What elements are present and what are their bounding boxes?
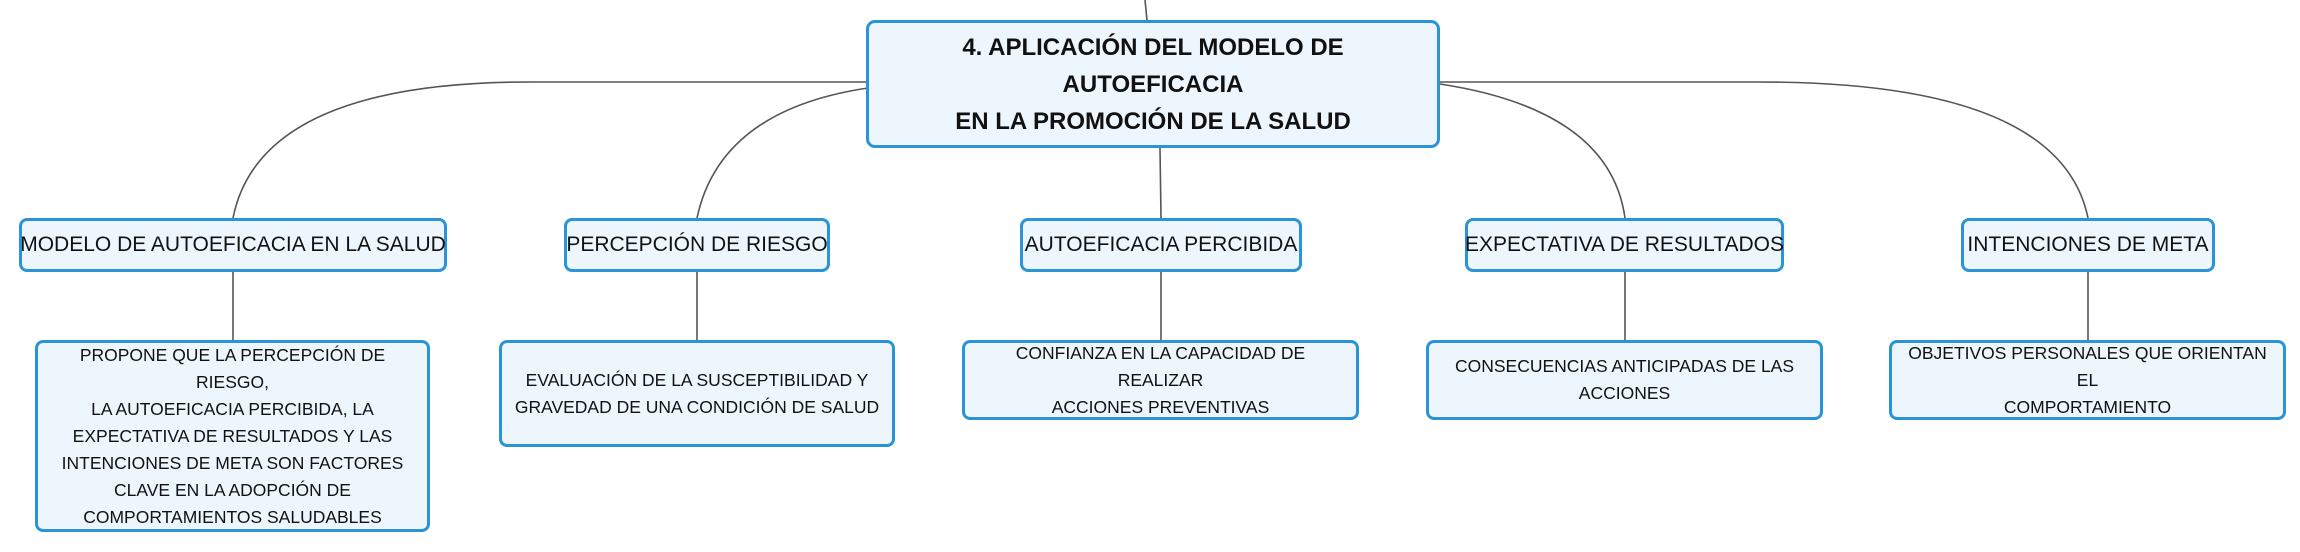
subtopic-percepcion-riesgo-detail[interactable]: EVALUACIÓN DE LA SUSCEPTIBILIDAD Y GRAVE…: [499, 340, 895, 447]
connector-root-parent: [1144, 0, 1148, 21]
topic-label: PERCEPCIÓN DE RIESGO: [566, 233, 828, 256]
topic-autoeficacia-percibida[interactable]: AUTOEFICACIA PERCIBIDA: [1020, 218, 1302, 272]
subtopic-text: PROPONE QUE LA PERCEPCIÓN DE RIESGO, LA …: [61, 344, 404, 527]
connector-root-branch-5: [1440, 81, 2089, 219]
topic-label: AUTOEFICACIA PERCIBIDA: [1024, 233, 1298, 256]
connector-root-branch-4: [1439, 83, 1626, 219]
topic-modelo-autoeficacia-salud[interactable]: MODELO DE AUTOEFICACIA EN LA SALUD: [19, 218, 447, 272]
topic-percepcion-riesgo[interactable]: PERCEPCIÓN DE RIESGO: [564, 218, 830, 272]
connector-root-branch-2: [696, 87, 869, 219]
connector-root-branch-3: [1159, 147, 1162, 219]
topic-label: EXPECTATIVA DE RESULTADOS: [1465, 233, 1784, 256]
subtopic-modelo-autoeficacia-detail[interactable]: PROPONE QUE LA PERCEPCIÓN DE RIESGO, LA …: [35, 340, 430, 532]
topic-label: INTENCIONES DE META: [1967, 233, 2209, 256]
subtopic-autoeficacia-percibida-detail[interactable]: CONFIANZA EN LA CAPACIDAD DE REALIZAR AC…: [962, 340, 1359, 420]
subtopic-intenciones-meta-detail[interactable]: OBJETIVOS PERSONALES QUE ORIENTAN EL COM…: [1889, 340, 2286, 420]
topic-label: MODELO DE AUTOEFICACIA EN LA SALUD: [20, 233, 446, 256]
topic-expectativa-resultados[interactable]: EXPECTATIVA DE RESULTADOS: [1465, 218, 1784, 272]
subtopic-text: EVALUACIÓN DE LA SUSCEPTIBILIDAD Y GRAVE…: [514, 369, 880, 417]
subtopic-text: OBJETIVOS PERSONALES QUE ORIENTAN EL COM…: [1908, 342, 2267, 417]
subtopic-text: CONSECUENCIAS ANTICIPADAS DE LAS ACCIONE…: [1454, 356, 1795, 403]
topic-intenciones-meta[interactable]: INTENCIONES DE META: [1961, 218, 2215, 272]
central-topic-node[interactable]: 4. APLICACIÓN DEL MODELO DE AUTOEFICACIA…: [866, 20, 1440, 148]
subtopic-expectativa-resultados-detail[interactable]: CONSECUENCIAS ANTICIPADAS DE LAS ACCIONE…: [1426, 340, 1823, 420]
connector-root-branch-1: [232, 81, 868, 219]
central-topic-title: 4. APLICACIÓN DEL MODELO DE AUTOEFICACIA…: [955, 33, 1351, 135]
subtopic-text: CONFIANZA EN LA CAPACIDAD DE REALIZAR AC…: [1015, 342, 1306, 417]
